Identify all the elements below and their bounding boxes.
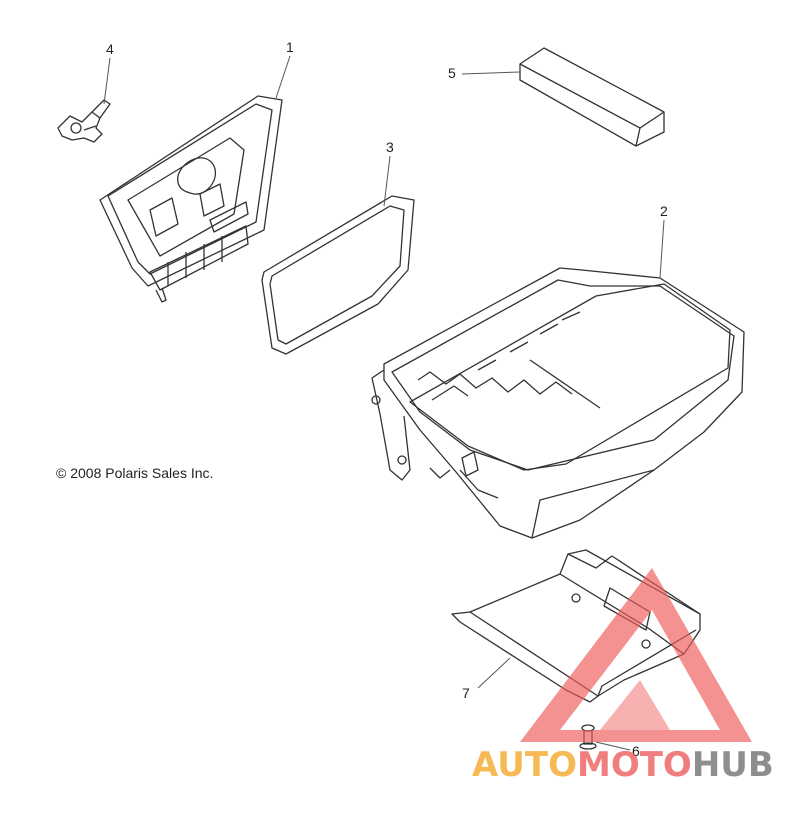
- part-5-foam-block: [519, 47, 665, 147]
- callout-4: 4: [106, 41, 114, 57]
- part-1-airbox-cover: [99, 95, 283, 303]
- callout-6: 6: [632, 743, 640, 759]
- callout-3: 3: [386, 139, 394, 155]
- part-2-airbox-base: [371, 267, 745, 539]
- watermark-logo: AUTOMOTOHUB: [472, 568, 774, 785]
- watermark-hub: HUB: [692, 745, 774, 785]
- callout-2: 2: [660, 203, 668, 219]
- part-3-gasket: [261, 195, 415, 355]
- callout-5: 5: [448, 65, 456, 81]
- watermark-triangle-icon: [520, 568, 752, 742]
- callout-7: 7: [462, 685, 470, 701]
- leader-lines: [103, 55, 665, 751]
- watermark-auto: AUTO: [472, 745, 577, 785]
- svg-text:AUTOMOTOHUB: AUTOMOTOHUB: [472, 745, 774, 785]
- copyright-notice: © 2008 Polaris Sales Inc.: [56, 465, 213, 481]
- callout-1: 1: [286, 39, 294, 55]
- part-4-latch-clip: [57, 99, 111, 143]
- watermark-moto: MOTO: [577, 745, 692, 785]
